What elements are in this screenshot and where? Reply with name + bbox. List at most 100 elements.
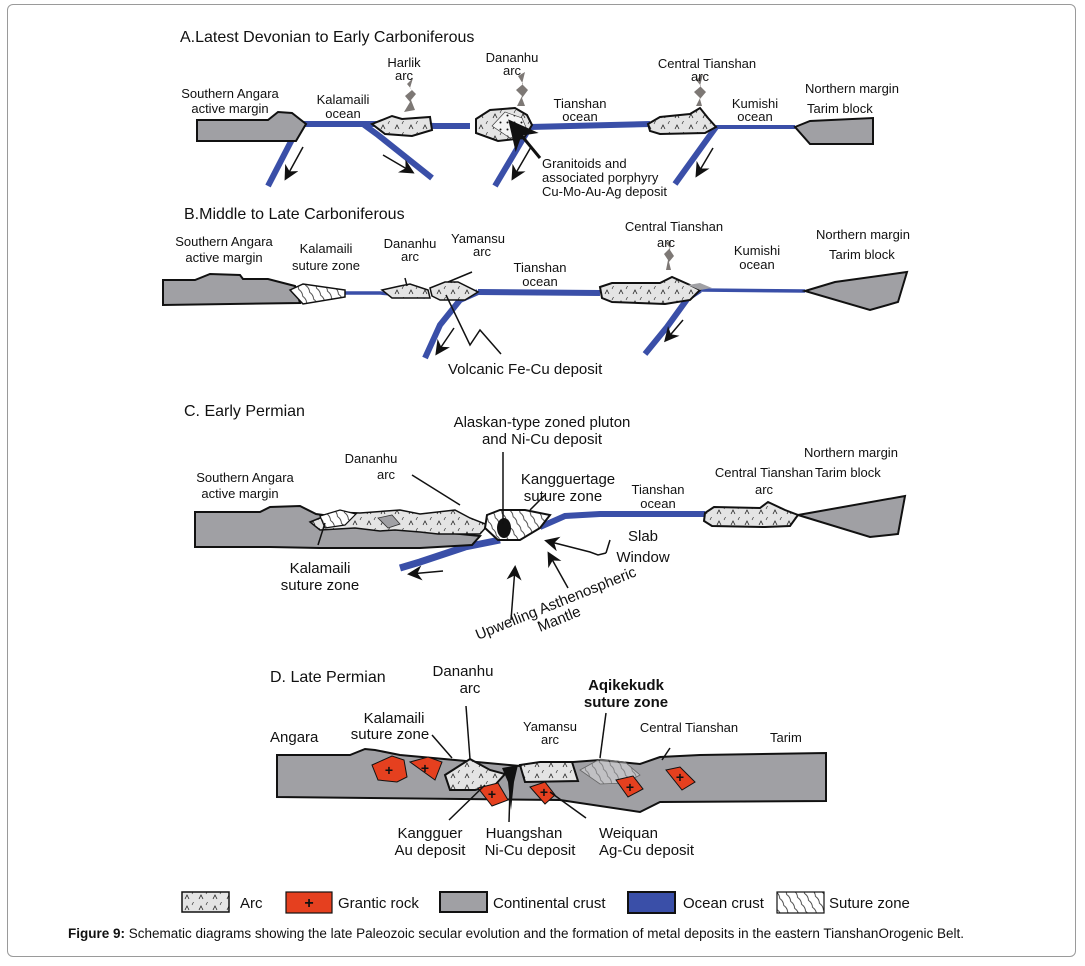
label-yamansu: Yamansu <box>451 231 505 246</box>
panel-b-wedge <box>688 283 712 290</box>
panel-d: D. Late Permian +++ +++ <box>270 663 827 859</box>
label-cu-mo-au-ag-deposit: Cu-Mo-Au-Ag deposit <box>542 184 667 199</box>
label-porphyry: associated porphyry <box>542 170 659 185</box>
panel-d-pointer-lines <box>431 705 671 823</box>
label-kalamaili: Kalamaili <box>290 560 351 577</box>
label-dananhu-arc: arc <box>401 249 420 264</box>
legend-swatch-ocean <box>627 891 676 914</box>
label-kalamaili: Kalamaili <box>300 241 353 256</box>
panel-c-central-tianshan-arc <box>702 500 800 529</box>
label-tarim-block: Tarim block <box>807 101 873 116</box>
panel-c-alaskan-pluton <box>497 518 511 538</box>
svg-text:+: + <box>421 760 429 776</box>
label-volcanic-fe-cu-deposit: Volcanic Fe-Cu deposit <box>448 361 603 378</box>
label-dananhu: Dananhu <box>433 663 494 680</box>
panel-c-crust-fragment <box>377 514 401 529</box>
label-central-tianshan-arc: arc <box>691 69 710 84</box>
label-tianshan-ocean: ocean <box>562 109 597 124</box>
panel-a-central-tianshan-volcano <box>694 74 706 106</box>
legend-item-suture: Suture zone <box>776 891 910 914</box>
plus-icon: + <box>304 895 313 912</box>
panel-b-central-tianshan-volcano <box>664 240 674 270</box>
label-aqikekudk: Aqikekudk <box>588 677 665 694</box>
label-central-tianshan-arc: arc <box>755 482 774 497</box>
panel-a-harlik-volcano <box>404 78 416 112</box>
legend-swatch-continent <box>439 891 488 913</box>
label-yamansu: Yamansu <box>523 719 577 734</box>
label-southern-angara: Southern Angara <box>181 86 279 101</box>
label-huangshan: Huangshan <box>486 825 563 842</box>
label-dananhu: Dananhu <box>345 451 398 466</box>
panel-b-kalamaili-suture <box>288 283 346 305</box>
label-kalamaili: Kalamaili <box>364 710 425 727</box>
label-dananhu-arc: arc <box>503 63 522 78</box>
panel-c-arrows <box>317 452 611 621</box>
label-window: Window <box>616 549 670 566</box>
panel-c: C. Early Permian Alaskan-type zoned plut… <box>184 403 907 644</box>
label-kalamaili-suture: suture zone <box>351 726 429 743</box>
panel-d-labels: Dananhu arc Aqikekudk suture zone Kalama… <box>270 663 802 859</box>
label-slab: Slab <box>628 528 658 545</box>
legend: Arc + Grantic rock Continental crust Oce… <box>181 891 910 914</box>
panel-b-tarim-block <box>801 270 909 312</box>
label-southern-angara: Southern Angara <box>175 234 273 249</box>
panel-a: A.Latest Devonian to Early Carboniferous <box>180 29 899 199</box>
label-tianshan: Tianshan <box>514 260 567 275</box>
panel-c-kangguertage-suture <box>483 509 552 541</box>
label-southern-angara: Southern Angara <box>196 470 294 485</box>
svg-text:+: + <box>385 762 393 778</box>
label-harlik-arc: arc <box>395 68 414 83</box>
label-aqikekudk-suture: suture zone <box>584 694 668 711</box>
panel-b-arrows <box>404 271 684 356</box>
label-weiquan: Weiquan <box>599 825 658 842</box>
label-dananhu-arc: arc <box>377 467 396 482</box>
legend-item-granite: + Grantic rock <box>285 891 419 914</box>
label-kangguer: Kangguer <box>397 825 462 842</box>
legend-swatch-arc <box>181 891 230 913</box>
label-yamansu-arc: arc <box>541 732 560 747</box>
panel-a-tarim-block <box>793 116 874 145</box>
panel-a-dananhu-volcano <box>516 72 528 106</box>
panel-a-labels: Southern Angara active margin Kalamaili … <box>181 50 899 199</box>
legend-swatch-granite <box>285 891 333 914</box>
panel-d-yamansu-arc <box>518 761 580 784</box>
label-kalamaili-ocean: ocean <box>325 106 360 121</box>
label-kumishi: Kumishi <box>732 96 778 111</box>
panel-a-title: A.Latest Devonian to Early Carboniferous <box>180 29 474 46</box>
panel-d-title: D. Late Permian <box>270 669 386 686</box>
legend-label-ocean: Ocean crust <box>683 895 765 912</box>
panel-b-labels: Southern Angara active margin Kalamaili … <box>175 219 910 378</box>
label-kangguertage-suture: suture zone <box>524 488 602 505</box>
legend-label-arc: Arc <box>240 895 263 912</box>
panel-b-dananhu-arc <box>380 283 431 299</box>
svg-text:+: + <box>540 784 548 800</box>
label-kumishi-ocean: ocean <box>739 257 774 272</box>
legend-label-granite: Grantic rock <box>338 895 419 912</box>
label-tarim: Tarim <box>770 730 802 745</box>
label-angara: Angara <box>270 729 319 746</box>
panel-d-huangshan-intrusion <box>502 765 518 810</box>
figure-frame <box>7 4 1076 957</box>
panel-b-central-tianshan-arc <box>598 275 702 306</box>
label-northern-margin: Northern margin <box>805 81 899 96</box>
label-kalamaili: Kalamaili <box>317 92 370 107</box>
label-granitoids: Granitoids and <box>542 156 627 171</box>
label-central-tianshan: Central Tianshan <box>625 219 723 234</box>
label-yamansu-arc: arc <box>473 244 492 259</box>
label-kalamaili-suture: suture zone <box>281 577 359 594</box>
label-central-tianshan: Central Tianshan <box>658 56 756 71</box>
label-tarim-block: Tarim block <box>829 247 895 262</box>
panel-d-dananhu-arc <box>443 757 507 791</box>
legend-swatch-suture <box>776 891 825 914</box>
label-upwelling-asthenospheric: Upwelling Asthenospheric <box>473 563 639 643</box>
label-alaskan-pluton: Alaskan-type zoned pluton <box>454 414 631 431</box>
panel-b-ocean-crust <box>345 287 806 360</box>
label-tarim-block: Tarim block <box>815 465 881 480</box>
panel-a-central-tianshan-arc <box>646 106 718 136</box>
legend-item-continent: Continental crust <box>439 891 606 913</box>
svg-text:+: + <box>676 769 684 785</box>
panel-c-ocean-crust <box>398 511 705 572</box>
label-dananhu: Dananhu <box>486 50 539 65</box>
panel-b: B.Middle to Late Carboniferous Southern … <box>162 206 910 378</box>
label-central-tianshan-arc: arc <box>657 235 676 250</box>
